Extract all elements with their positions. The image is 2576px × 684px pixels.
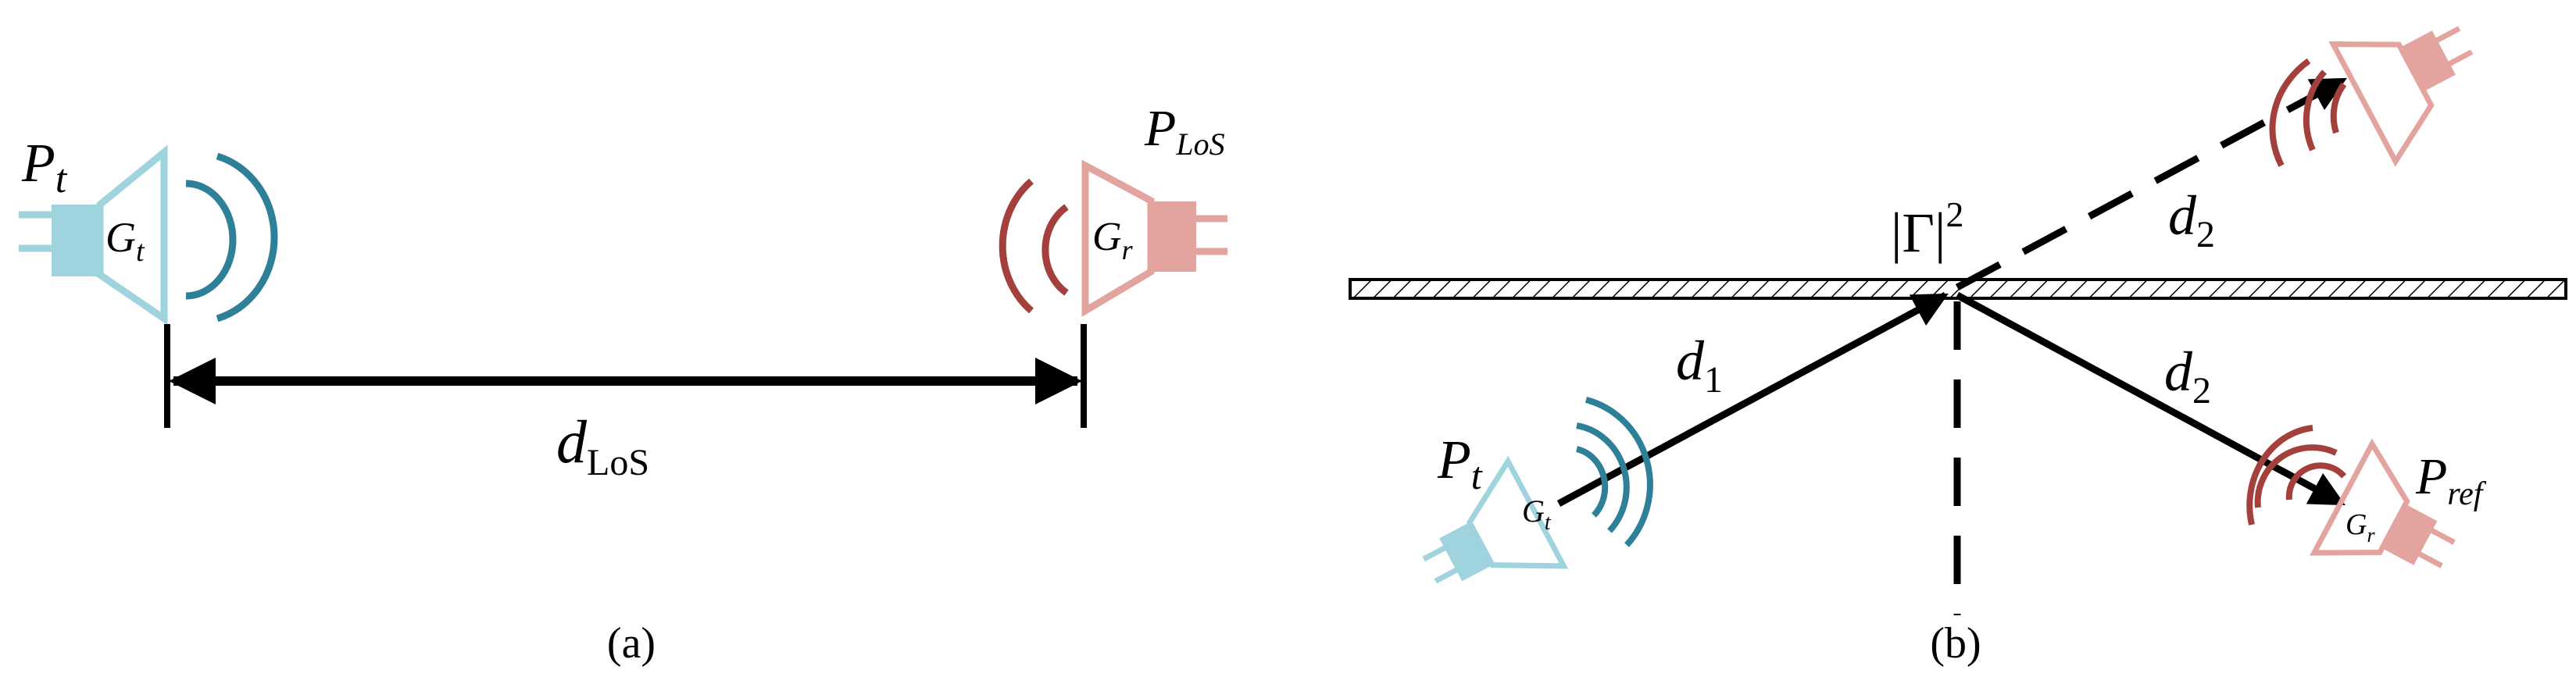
reflected-distance-label: d2 [2164, 340, 2211, 411]
incident-ray [1556, 292, 1949, 507]
panel-b: |Γ|2 d2 d1 d2 Pt Gt Pref [1349, 26, 2567, 668]
rx-gain-label-b: Gr [2346, 508, 2375, 547]
tx-gain-label-b: Gt [1522, 493, 1552, 535]
rx-power-label-b: Pref [2415, 448, 2487, 512]
transmitter-waves-a [185, 152, 278, 322]
reflection-coefficient-label: |Γ|2 [1891, 194, 1963, 264]
receiver-antenna-a [1081, 159, 1227, 317]
receiver-waves-a [999, 178, 1069, 314]
tx-power-label-b: Pt [1437, 430, 1483, 497]
image-distance-label: d2 [2168, 184, 2215, 255]
tx-power-label-a: Pt [21, 134, 68, 201]
panel-a: Pt Gt PLoS Gr dLoS (a) [19, 100, 1227, 668]
receiver-waves-b [2246, 425, 2347, 525]
incident-distance-label: d1 [1676, 330, 1723, 401]
receiver-antenna-b [2309, 438, 2456, 568]
rx-gain-label-a: Gr [1092, 215, 1134, 265]
tx-gain-label-a: Gt [105, 214, 145, 268]
rx-power-label-a: PLoS [1144, 100, 1225, 162]
transmitter-antenna-a [19, 144, 168, 326]
caption-b: (b) [1930, 619, 1981, 668]
transmitter-waves-b [1575, 397, 1653, 547]
image-receiver-waves-b [2269, 58, 2347, 167]
reflected-ray [1955, 292, 2346, 507]
transmitter-antenna-b [1422, 455, 1569, 584]
image-ray [1955, 77, 2347, 290]
image-receiver-antenna-b [2328, 26, 2474, 167]
distance-label-a: dLoS [556, 408, 649, 483]
caption-a: (a) [607, 619, 656, 668]
